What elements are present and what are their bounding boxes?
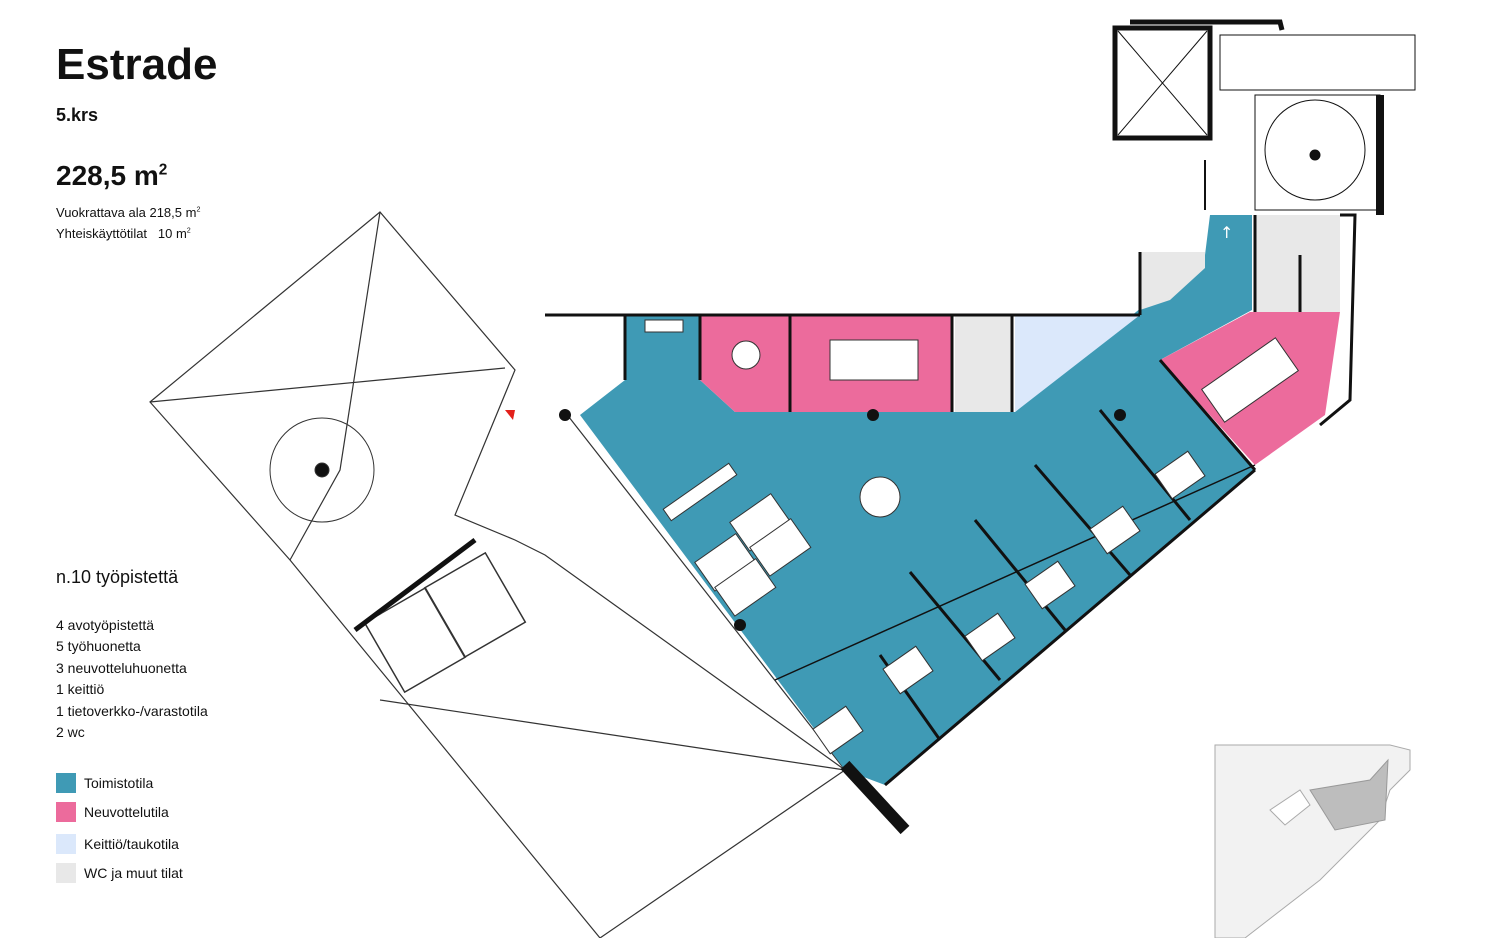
spiral-stair-left (269, 417, 375, 523)
legend-item-kitchen: Keittiö/taukotila (56, 834, 179, 854)
total-area-value: 228,5 m (56, 160, 159, 191)
count-item: 3 neuvotteluhuonetta (56, 660, 187, 676)
page-title: Estrade (56, 40, 218, 89)
legend-item-wc: WC ja muut tilat (56, 863, 183, 883)
count-item: 1 keittiö (56, 681, 105, 697)
legend-item-office: Toimistotila (56, 773, 153, 793)
count-item: 5 työhuonetta (56, 638, 141, 654)
floor-label: 5.krs (56, 105, 99, 125)
legend-label: Neuvottelutila (84, 804, 169, 820)
rentable-area: Vuokrattava ala 218,5 m2 (56, 205, 200, 220)
up-arrow-icon: ↑ (1220, 223, 1233, 242)
entrance-marker-icon (505, 410, 515, 420)
count-item: 1 tietoverkko-/varastotila (56, 703, 208, 719)
workstations-title: n.10 työpistettä (56, 567, 179, 587)
technical-room (1140, 252, 1205, 310)
furniture (644, 319, 1300, 755)
elevators-left (353, 538, 527, 694)
count-item: 4 avotyöpistettä (56, 617, 155, 633)
stair-core (1112, 19, 1416, 215)
walls (545, 213, 1357, 787)
legend-item-meeting: Neuvottelutila (56, 802, 169, 822)
total-area-sup: 2 (158, 161, 168, 179)
legend-swatch (56, 863, 76, 883)
key-map (1214, 744, 1411, 938)
shared-area-sup: 2 (186, 226, 191, 235)
facade-wall (840, 760, 910, 835)
legend-label: WC ja muut tilat (84, 865, 183, 881)
neighbour-outline (149, 211, 847, 938)
kitchen (1015, 315, 1140, 412)
shared-area-text: Yhteiskäyttötilat 10 m (56, 226, 187, 241)
rentable-area-text: Vuokrattava ala 218,5 m (56, 205, 197, 220)
shared-area: Yhteiskäyttötilat 10 m2 (56, 226, 191, 241)
storage-room (955, 315, 1012, 412)
wc-rooms (1255, 215, 1340, 312)
total-area: 228,5 m2 (56, 160, 167, 192)
office-area (580, 215, 1255, 785)
count-item: 2 wc (56, 724, 85, 740)
rentable-area-sup: 2 (196, 205, 201, 214)
legend-swatch (56, 802, 76, 822)
columns (559, 409, 1126, 631)
legend-label: Toimistotila (84, 775, 154, 791)
legend-swatch (56, 773, 76, 793)
legend-label: Keittiö/taukotila (84, 836, 179, 852)
legend-swatch (56, 834, 76, 854)
